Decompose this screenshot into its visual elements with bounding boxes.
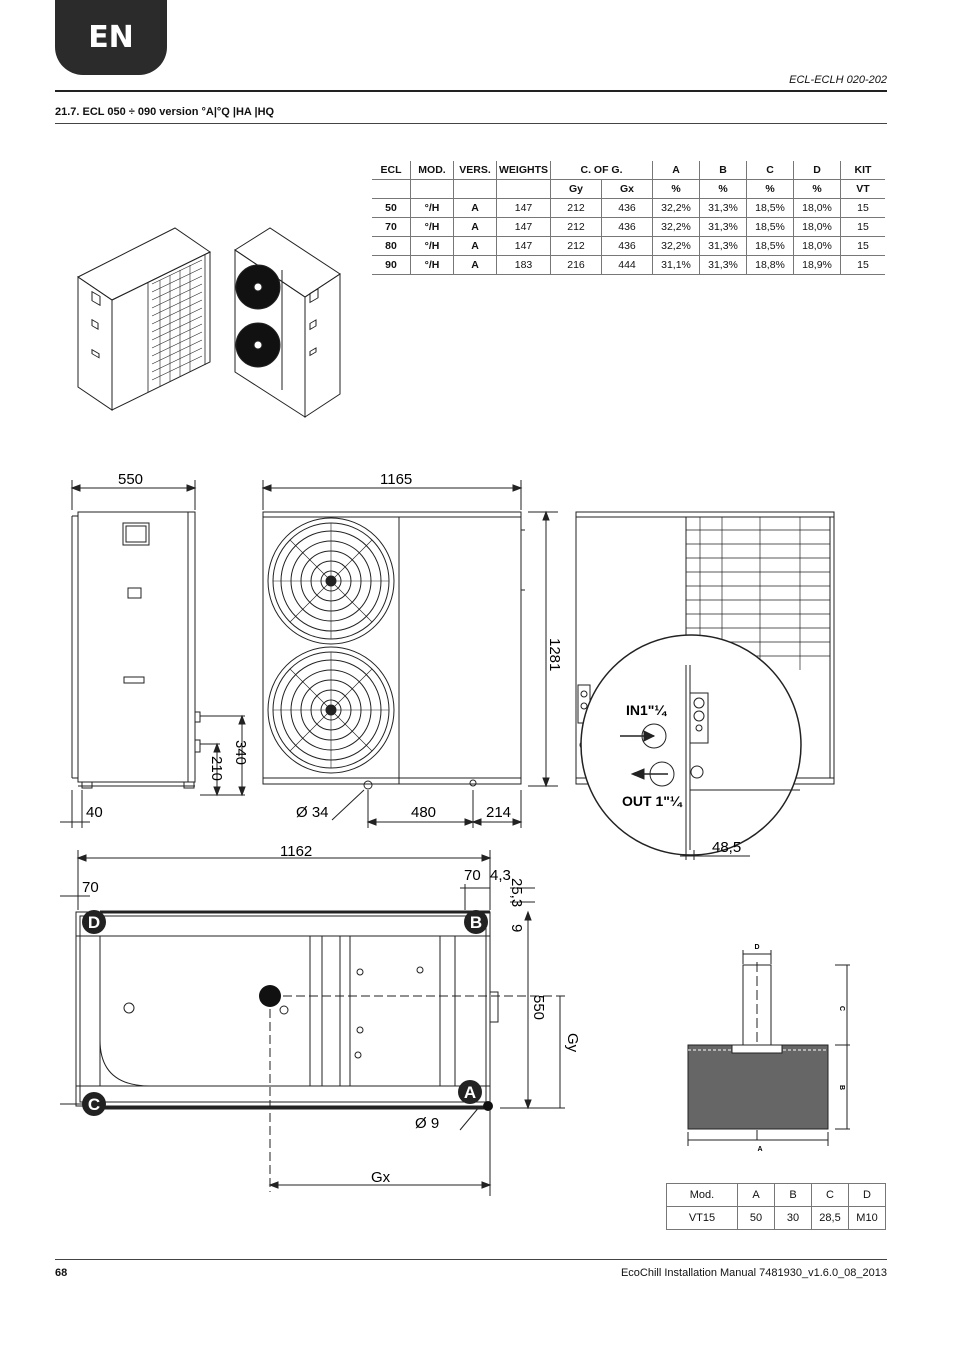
dim-25-3: 25,3 <box>508 878 525 907</box>
dim-214: 214 <box>486 804 511 821</box>
sub-pb: % <box>699 179 747 199</box>
sub-gx: Gx <box>601 179 653 199</box>
col-kit: KIT <box>840 161 885 180</box>
corner-d-badge: D <box>82 910 106 934</box>
svg-text:D: D <box>88 913 100 932</box>
dim-1162: 1162 <box>280 843 312 860</box>
dim-depth: 550 <box>118 471 143 488</box>
foot-label-d: D <box>754 944 759 951</box>
corner-b-badge: B <box>464 910 488 934</box>
foot-label-a: A <box>757 1146 762 1153</box>
header-divider <box>55 90 887 92</box>
dim-70-left: 70 <box>82 879 99 896</box>
sub-pc: % <box>746 179 794 199</box>
vt-head-b: B <box>774 1183 812 1207</box>
dim-gy: Gy <box>564 1033 581 1053</box>
dim-4-3: 4,3 <box>490 867 511 884</box>
language-tab: EN <box>55 0 167 75</box>
sub-pa: % <box>652 179 700 199</box>
dim-9: 9 <box>508 924 525 932</box>
elevation-views: 550 1165 1281 340 210 40 Ø 34 480 214 48… <box>60 471 835 860</box>
corner-c-badge: C <box>82 1092 106 1116</box>
page-number: 68 <box>55 1267 68 1279</box>
dim-40: 40 <box>86 804 103 821</box>
col-a: A <box>652 161 700 180</box>
dim-340: 340 <box>232 740 249 765</box>
outlet-label: OUT 1"¼ <box>622 793 683 809</box>
foot-label-b: B <box>838 1085 845 1090</box>
sub-pd: % <box>793 179 841 199</box>
vt-head-a: A <box>737 1183 775 1207</box>
dim-drain: Ø 34 <box>296 804 329 821</box>
sub-gy: Gy <box>550 179 602 199</box>
corner-a-badge: A <box>458 1080 482 1104</box>
col-ecl: ECL <box>372 161 411 180</box>
dim-width: 1165 <box>380 471 412 488</box>
plan-view: D B C A 1162 70 70 4,3 25,3 9 550 Gy Gx … <box>60 843 581 1196</box>
vt-head-c: C <box>811 1183 849 1207</box>
dim-550-plan: 550 <box>530 995 547 1020</box>
foot-detail: D A C B <box>687 944 850 1153</box>
dim-210: 210 <box>208 756 225 781</box>
weights-table: ECL MOD. VERS. WEIGHTS C. OF G. A B C D … <box>372 161 885 275</box>
dim-height: 1281 <box>546 638 563 671</box>
col-vers: VERS. <box>453 161 497 180</box>
col-weights: WEIGHTS <box>496 161 551 180</box>
footer-divider <box>55 1259 887 1260</box>
inlet-label: IN1"¼ <box>626 702 667 718</box>
dim-48: 48,5 <box>712 839 741 856</box>
dim-hole: Ø 9 <box>415 1115 439 1132</box>
sub-vt: VT <box>840 179 885 199</box>
isometric-views <box>77 227 341 418</box>
svg-text:B: B <box>470 913 482 932</box>
vt-head-d: D <box>848 1183 886 1207</box>
document-code: ECL-ECLH 020-202 <box>789 74 887 86</box>
svg-text:C: C <box>88 1095 100 1114</box>
section-title: 21.7. ECL 050 ÷ 090 version °A|°Q |HA |H… <box>55 106 275 118</box>
col-mod: MOD. <box>410 161 454 180</box>
vt-head-mod: Mod. <box>666 1183 738 1207</box>
col-cog: C. OF G. <box>550 161 653 180</box>
svg-text:A: A <box>464 1083 476 1102</box>
foot-label-c: C <box>838 1006 845 1011</box>
dim-480: 480 <box>411 804 436 821</box>
col-b: B <box>699 161 747 180</box>
col-d: D <box>793 161 841 180</box>
dim-gx: Gx <box>371 1169 391 1186</box>
col-c: C <box>746 161 794 180</box>
section-divider <box>55 123 887 124</box>
footer-text: EcoChill Installation Manual 7481930_v1.… <box>620 1267 887 1279</box>
dim-70-right: 70 <box>464 867 481 884</box>
